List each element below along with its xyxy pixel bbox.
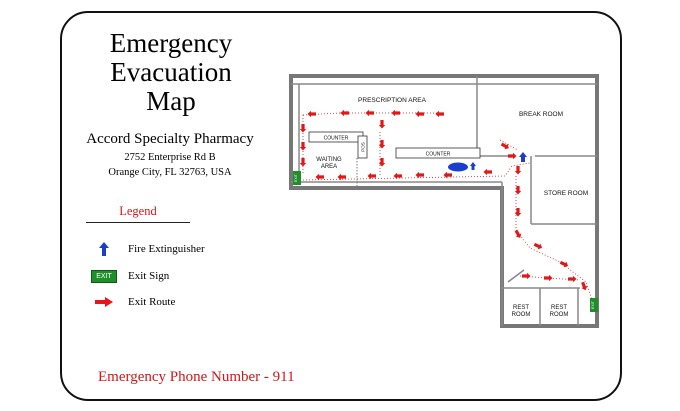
exit-route-arrow-icon [393,172,402,180]
emergency-phone: Emergency Phone Number - 911 [98,369,295,385]
exit-route-arrow-icon [90,295,118,309]
svg-text:EXIT: EXIT [591,300,595,309]
legend-item-fire-extinguisher: Fire Extinguisher [90,241,205,257]
room-store-room: STORE ROOM [544,190,588,197]
room-break-room: BREAK ROOM [519,111,563,118]
room-waiting-area-line1: WAITING [316,157,342,163]
exit-route-arrow-icon [559,260,569,268]
fire-extinguisher-marker [448,162,468,172]
rest-room-1-line1: REST [513,305,529,311]
rest-room-2-line2: ROOM [550,312,569,318]
exit-sign-icon-right: EXIT [590,298,598,312]
exit-route-arrow-icon [415,171,424,179]
room-waiting-area-line2: AREA [321,164,337,170]
interior-walls [291,76,597,326]
svg-text:EXIT: EXIT [294,173,298,182]
exit-route-arrow-icon [299,158,307,167]
exit-route-arrow-icon [340,109,349,117]
exit-route-arrow-icon [508,152,517,160]
business-name: Accord Specialty Pharmacy [86,131,254,147]
exit-route-arrow-icon [315,173,324,181]
exit-route-arrow-icon [514,229,522,238]
room-prescription-area: PRESCRIPTION AREA [358,97,427,104]
legend-item-exit-sign: EXIT Exit Sign [90,268,169,284]
exit-route-arrow-icon [544,274,553,282]
legend-item-exit-route: Exit Route [90,294,175,310]
pos-counter [357,135,368,159]
fire-extinguisher-icon [90,242,118,256]
exit-route-arrow-icon [307,110,316,118]
fire-extinguisher-icon [519,152,527,162]
exit-route-arrow-icon [514,208,522,217]
exit-route-arrow-icon [500,142,509,150]
exit-route-arrow-icon [415,110,424,118]
address-line-2: Orange City, FL 32763, USA [108,167,232,178]
exit-route-arrow-icon [533,242,543,250]
exit-route-arrow-icon [299,142,307,151]
address-line-1: 2752 Enterprise Rd B [124,152,216,163]
exit-route-arrow-icon [367,172,376,180]
exit-sign-icon-left: EXIT [293,171,301,185]
map-card [60,11,622,401]
exit-route-arrow-icon [522,272,531,280]
exit-route-arrow-icon [299,124,307,133]
exit-route-arrow-icon [581,281,588,291]
exit-route-arrow-icon [378,120,386,129]
exit-route-arrow-icon [435,110,444,118]
legend-title: Legend [119,204,157,218]
exit-sign-icon: EXIT [90,269,118,283]
fire-extinguisher-icon-small [470,162,476,170]
rest-room-1-line2: ROOM [512,312,531,318]
counter-lower [395,147,481,159]
exit-route-arrow-icon [514,186,522,195]
exit-route-arrow-icon [568,275,577,283]
counter-upper-label: COUNTER [324,136,349,142]
pos-label: POS [361,142,366,152]
exit-route-arrow-icon [483,168,492,176]
legend-divider [86,222,190,223]
exit-route-arrow-icon [365,109,374,117]
exit-route-arrow-icon [337,173,346,181]
exit-route-arrow-icon [391,109,400,117]
page-title: Emergency Evacuation Map [109,28,233,116]
exit-route-arrow-icon [514,166,522,175]
rest-room-2-line1: REST [551,305,567,311]
counter-lower-label: COUNTER [426,152,451,158]
